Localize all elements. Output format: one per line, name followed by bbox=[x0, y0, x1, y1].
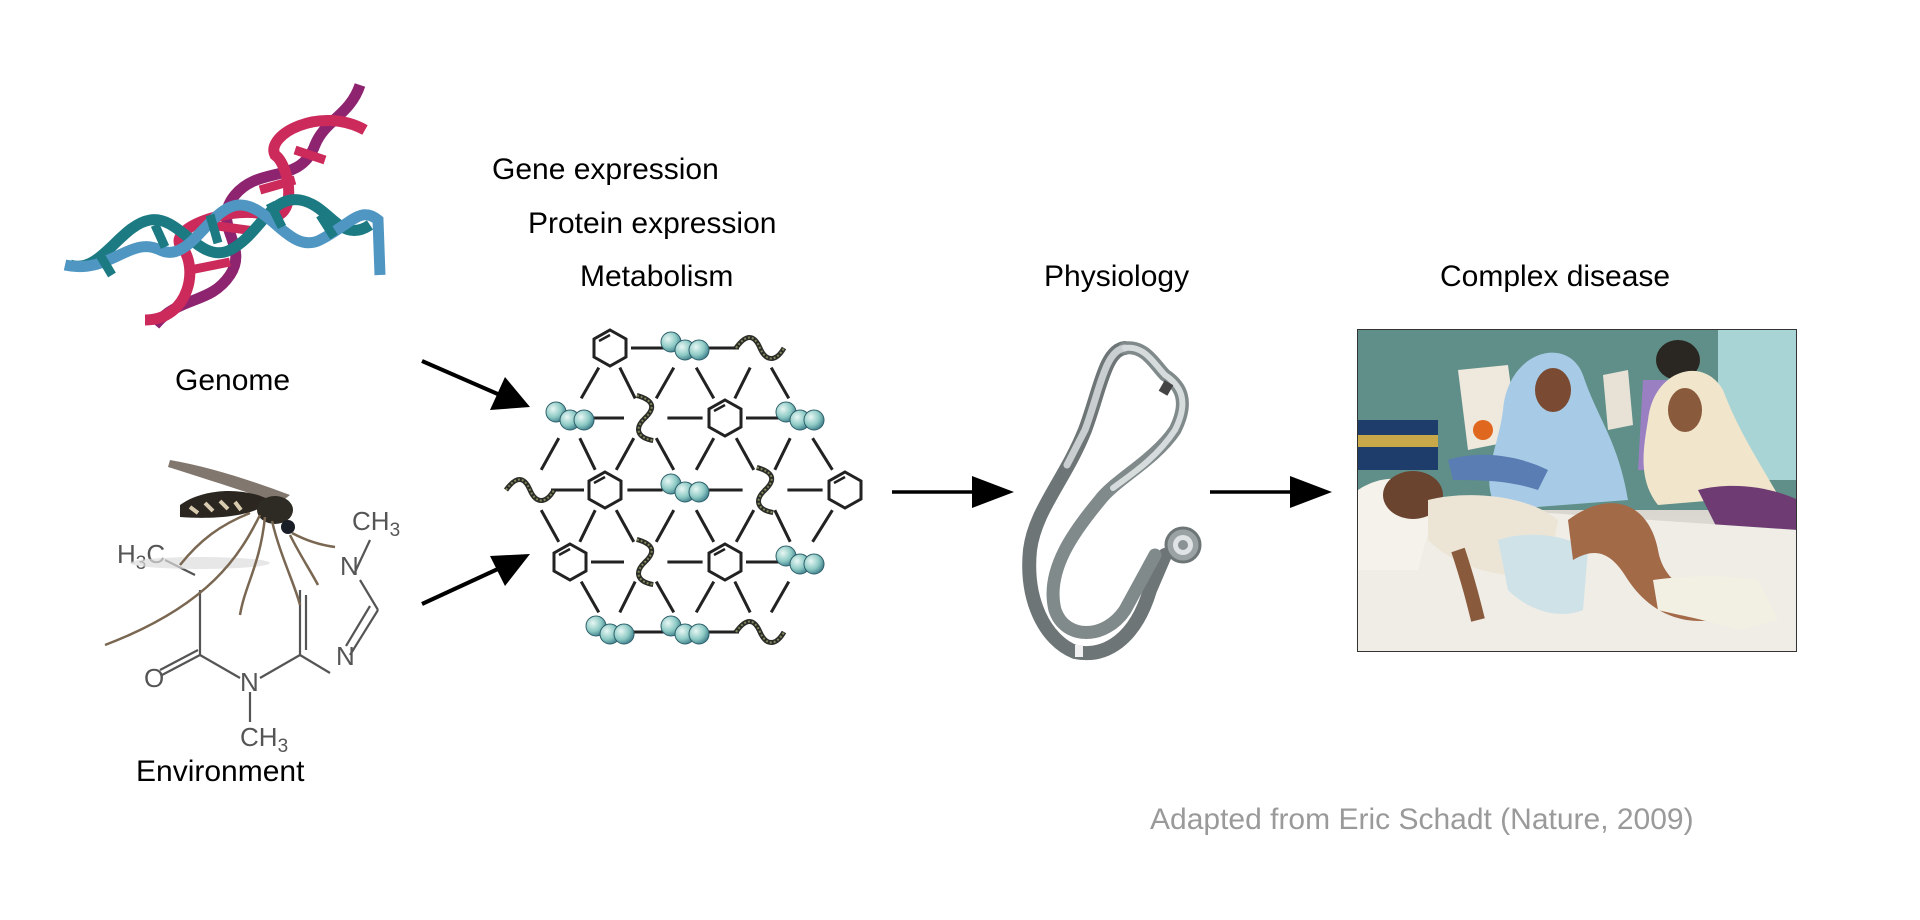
benzene-ring-icon bbox=[827, 470, 863, 510]
network-edge bbox=[811, 509, 834, 543]
protein-beads-icon bbox=[660, 615, 710, 645]
environment-label: Environment bbox=[136, 755, 305, 788]
network-edge bbox=[618, 366, 637, 400]
protein-beads-icon bbox=[660, 331, 710, 361]
arrow-genome-to-network bbox=[421, 359, 530, 410]
arrow-network-to-physiology bbox=[892, 476, 1014, 508]
benzene-ring-icon bbox=[592, 328, 628, 368]
metabolism-label: Metabolism bbox=[580, 260, 734, 293]
network-edge bbox=[773, 437, 792, 471]
rna-strand-icon bbox=[506, 480, 554, 501]
network-edge bbox=[579, 580, 601, 614]
network-edge bbox=[733, 580, 752, 614]
network-edge bbox=[618, 580, 637, 614]
protein-beads-icon bbox=[585, 615, 635, 645]
network-edge bbox=[769, 580, 791, 614]
benzene-ring-icon bbox=[707, 542, 743, 582]
network-edge bbox=[539, 509, 561, 543]
benzene-ring-icon bbox=[552, 542, 588, 582]
gene-expression-label: Gene expression bbox=[492, 153, 719, 186]
rna-strand-icon bbox=[747, 464, 783, 516]
network-edge bbox=[654, 366, 676, 400]
network-edge bbox=[694, 437, 716, 471]
network-edge bbox=[654, 509, 676, 543]
network-edge bbox=[578, 509, 597, 543]
physiology-label: Physiology bbox=[1044, 260, 1190, 293]
benzene-ring-icon bbox=[587, 470, 623, 510]
protein-beads-icon bbox=[775, 545, 825, 575]
protein-expression-label: Protein expression bbox=[528, 207, 777, 240]
arrow-physiology-to-disease bbox=[1210, 476, 1332, 508]
rna-strand-icon bbox=[627, 536, 663, 588]
network-edge bbox=[614, 509, 636, 543]
network-edge bbox=[654, 580, 676, 614]
network-edge bbox=[694, 366, 716, 400]
network-edge bbox=[733, 366, 752, 400]
genome-label: Genome bbox=[175, 364, 291, 397]
network-edge bbox=[578, 437, 597, 471]
network-edge bbox=[614, 437, 636, 471]
rna-strand-icon bbox=[627, 392, 663, 444]
network-edge bbox=[654, 437, 676, 471]
rna-strand-icon bbox=[736, 622, 784, 643]
dna-double-helix-icon bbox=[63, 82, 386, 329]
network-edge bbox=[773, 509, 792, 543]
protein-beads-icon bbox=[775, 401, 825, 431]
protein-beads-icon bbox=[660, 473, 710, 503]
benzene-ring-icon bbox=[707, 398, 743, 438]
dna-strand-blue bbox=[63, 194, 386, 278]
arrow-environment-to-network bbox=[421, 554, 530, 606]
methyl-label-bottom: CH3 bbox=[240, 722, 288, 757]
complex-disease-label: Complex disease bbox=[1440, 260, 1671, 293]
rna-strand-icon bbox=[736, 338, 784, 359]
network-edge bbox=[579, 366, 601, 400]
methyl-label-top: CH3 bbox=[352, 506, 400, 541]
network-edge bbox=[769, 366, 791, 400]
nitrogen-label: N bbox=[340, 551, 359, 581]
mosquito-icon bbox=[104, 460, 336, 647]
nitrogen-label: N bbox=[240, 667, 259, 697]
oxygen-label: O bbox=[144, 663, 164, 693]
nitrogen-label: N bbox=[336, 641, 355, 671]
stethoscope-icon bbox=[1022, 341, 1202, 661]
network-edge bbox=[734, 509, 756, 543]
network-edge bbox=[734, 437, 756, 471]
network-edge bbox=[694, 580, 716, 614]
network-edge bbox=[539, 437, 561, 471]
source-caption: Adapted from Eric Schadt (Nature, 2009) bbox=[1150, 803, 1694, 836]
molecular-network-icon bbox=[500, 328, 863, 660]
network-edge bbox=[694, 509, 716, 543]
hospital-patient-photo bbox=[1357, 329, 1797, 652]
protein-beads-icon bbox=[545, 401, 595, 431]
network-edge bbox=[811, 437, 834, 471]
